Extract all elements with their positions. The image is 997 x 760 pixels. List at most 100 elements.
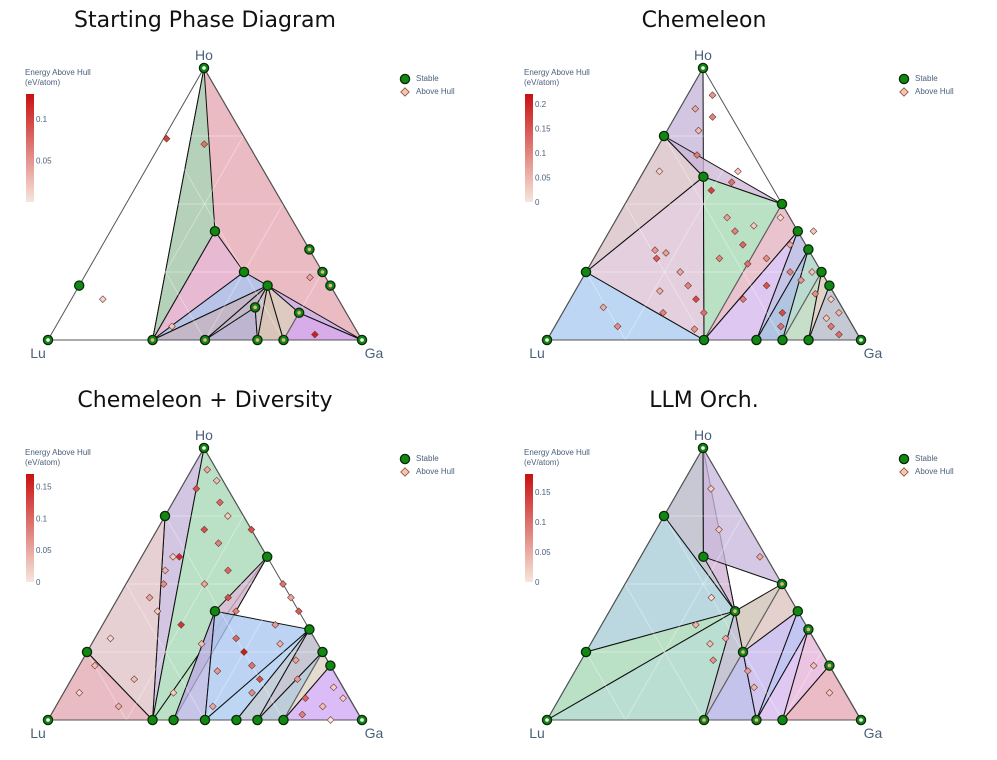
- legend: Stable Above Hull: [897, 72, 954, 98]
- colorbar-tick-label: 0.1: [535, 149, 547, 158]
- grid-line: [283, 651, 323, 721]
- above-hull-point: [743, 260, 752, 268]
- vertex-label: Ho: [195, 47, 213, 63]
- legend: Stable Above Hull: [897, 452, 954, 478]
- colorbar-tick-label: 0.15: [36, 483, 52, 492]
- vertex-core: [360, 338, 364, 342]
- above-hull-point: [723, 213, 731, 222]
- legend-item-stable[interactable]: Stable: [398, 452, 455, 465]
- legend-item-above-hull[interactable]: Above Hull: [897, 465, 954, 478]
- legend-item-stable[interactable]: Stable: [897, 72, 954, 85]
- above-hull-point: [106, 634, 115, 643]
- vertex-label: Ho: [195, 427, 213, 443]
- above-hull-point: [130, 675, 139, 684]
- above-hull-point: [224, 566, 232, 575]
- above-hull-point: [750, 683, 758, 692]
- legend-item-stable[interactable]: Stable: [897, 452, 954, 465]
- colorbar-tick-label: 0: [535, 198, 540, 207]
- colorbar-tick-label: 0.2: [535, 100, 547, 109]
- above-hull-point: [339, 694, 347, 703]
- above-hull-point: [708, 113, 717, 121]
- stable-point: [209, 225, 221, 237]
- above-hull-point: [613, 322, 622, 331]
- above-hull-point: [159, 580, 168, 588]
- legend-label-stable: Stable: [416, 74, 439, 83]
- grid-line: [625, 135, 743, 341]
- above-hull-point: [706, 640, 714, 648]
- above-hull-marker-icon: [897, 86, 915, 98]
- grid-line: [126, 135, 244, 341]
- stable-marker-icon: [897, 73, 915, 85]
- vertex-core: [701, 66, 705, 70]
- above-hull-point: [153, 607, 162, 616]
- stable-point: [199, 714, 211, 726]
- stable-point-core: [780, 582, 784, 586]
- colorbar-title: Energy Above Hull (eV/atom): [524, 68, 590, 88]
- legend-item-stable[interactable]: Stable: [398, 72, 455, 85]
- colorbar-tick-label: 0.15: [535, 488, 551, 497]
- stable-point: [658, 130, 670, 142]
- above-hull-point: [652, 254, 661, 263]
- above-hull-point: [255, 675, 264, 684]
- above-hull-point: [98, 295, 107, 304]
- stable-point: [777, 334, 788, 346]
- colorbar-tick-label: 0.05: [535, 548, 551, 557]
- above-hull-point: [318, 702, 327, 711]
- stable-point: [698, 334, 710, 346]
- above-hull-point: [75, 688, 84, 697]
- stable-point-core: [741, 650, 745, 654]
- stable-point-core: [733, 609, 737, 613]
- phase-region: [663, 135, 783, 205]
- colorbar-title-line: Energy Above Hull: [25, 68, 91, 77]
- stable-point: [658, 510, 670, 522]
- legend-item-above-hull[interactable]: Above Hull: [398, 465, 455, 478]
- above-hull-point: [684, 281, 692, 290]
- above-hull-point: [690, 325, 699, 333]
- stable-point-core: [255, 338, 260, 342]
- above-hull-marker-icon: [398, 86, 416, 98]
- above-hull-point: [692, 295, 700, 304]
- legend-item-above-hull[interactable]: Above Hull: [398, 85, 455, 98]
- above-hull-point: [822, 314, 831, 323]
- chart-title: Chemeleon + Diversity: [77, 388, 333, 413]
- above-hull-point: [756, 552, 764, 561]
- stable-point: [777, 714, 788, 726]
- stable-point: [792, 605, 804, 617]
- vertex-core: [360, 718, 364, 722]
- above-hull-point: [811, 289, 820, 298]
- above-hull-point: [651, 246, 659, 255]
- colorbar-tick-label: 0.1: [36, 514, 48, 523]
- stable-point-core: [827, 663, 832, 668]
- vertex-label: Ga: [864, 725, 883, 741]
- above-hull-point: [656, 287, 664, 295]
- above-hull-point: [175, 552, 184, 561]
- above-hull-point: [306, 273, 314, 282]
- legend-label-stable: Stable: [416, 454, 439, 463]
- colorbar-tick-label: 0.05: [36, 156, 52, 165]
- grid-line: [125, 203, 206, 341]
- above-hull-point: [715, 525, 723, 534]
- legend-label-above-hull: Above Hull: [915, 87, 954, 96]
- grid-line: [782, 271, 822, 341]
- colorbar-title-line: Energy Above Hull: [524, 68, 590, 77]
- grid-line: [624, 583, 705, 721]
- above-hull-point: [216, 498, 224, 507]
- stable-point: [816, 266, 827, 278]
- above-hull-point: [727, 178, 736, 187]
- vertex-core: [701, 446, 705, 450]
- colorbar-title: Energy Above Hull (eV/atom): [25, 448, 91, 468]
- legend-item-above-hull[interactable]: Above Hull: [897, 85, 954, 98]
- legend-label-above-hull: Above Hull: [915, 467, 954, 476]
- chart-title: LLM Orch.: [649, 388, 759, 413]
- above-hull-point: [247, 525, 256, 534]
- colorbar-tick-label: 0.1: [36, 115, 48, 124]
- above-hull-point: [200, 140, 209, 148]
- stable-point-core: [320, 270, 325, 274]
- colorbar-units-line: (eV/atom): [25, 458, 61, 467]
- colorbar-tick-label: 0.05: [535, 173, 551, 182]
- above-hull-point: [292, 656, 300, 664]
- phase-region: [267, 285, 363, 341]
- above-hull-point: [279, 580, 287, 588]
- grid-line: [164, 135, 284, 341]
